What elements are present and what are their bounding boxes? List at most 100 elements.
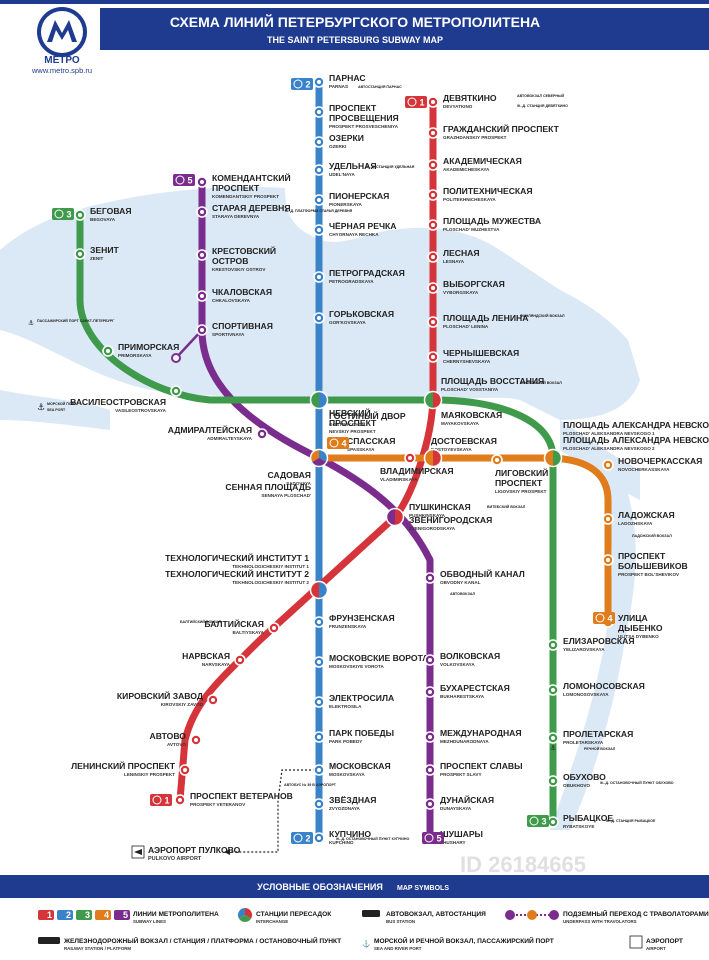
line-3-track (76, 211, 557, 826)
legend-lines-label: ЛИНИИ МЕТРОПОЛИТЕНА (133, 911, 219, 918)
metro-logo[interactable]: МЕТРО (37, 7, 87, 66)
transfer-node[interactable] (309, 390, 329, 410)
station-nevsky4[interactable]: ПЛОЩАДЬ АЛЕКСАНДРА НЕВСКОГО 2PLOSCHAD' A… (563, 435, 709, 451)
line-badge-line5[interactable]: 5 (173, 174, 195, 186)
line-badge-line4[interactable]: 4 (593, 612, 615, 624)
transfer-node[interactable] (423, 390, 443, 410)
station-label: ЕЛИЗАРОВСКАЯ (563, 636, 635, 646)
line-badge-line1[interactable]: 1 (150, 794, 172, 806)
line-badge-line4[interactable]: 4 (327, 437, 349, 449)
transfer-node[interactable] (543, 448, 563, 468)
line-badge-line3[interactable]: 3 (52, 208, 74, 220)
transfer-node[interactable] (423, 448, 443, 468)
line-badge-line2[interactable]: 2 (291, 832, 313, 844)
transfer-node[interactable] (385, 507, 405, 527)
line-badge-line3[interactable]: 3 (527, 815, 549, 827)
station-dot-center (317, 768, 321, 772)
transfer-node[interactable] (309, 448, 329, 468)
station-label-en: CHYORNAYA RECHKA (329, 232, 379, 237)
website-link[interactable]: www.metro.spb.ru (31, 66, 92, 75)
station-tech1[interactable]: ТЕХНОЛОГИЧЕСКИЙ ИНСТИТУТ 1TEKHNOLOGICHES… (165, 552, 309, 569)
station-nevsky2[interactable]: ПЛОЩАДЬ АЛЕКСАНДРА НЕВСКОГО 1PLOSCHAD' A… (563, 420, 709, 436)
airport-label[interactable]: АЭРОПОРТ ПУЛКОВО PULKOVO AIRPORT (131, 845, 241, 862)
station-tech2[interactable]: ТЕХНОЛОГИЧЕСКИЙ ИНСТИТУТ 2TEKHNOLOGICHES… (165, 568, 309, 585)
station-label: ЛАДОЖСКАЯ (618, 510, 675, 520)
line-badge-line5[interactable]: 5 (422, 832, 444, 844)
station-dot-center (178, 798, 182, 802)
svg-text:АЭРОПОРТ ПУЛКОВО: АЭРОПОРТ ПУЛКОВО (148, 845, 241, 855)
line-badge-line1[interactable]: 1 (405, 96, 427, 108)
line-badge-line2[interactable]: 2 (291, 78, 313, 90)
station-label: ВОЛКОВСКАЯ (440, 651, 500, 661)
station-label-en: YELIZAROVSKAYA (563, 647, 605, 652)
legend-line-chip-number: 5 (123, 910, 128, 920)
transfer-node[interactable] (309, 580, 329, 600)
